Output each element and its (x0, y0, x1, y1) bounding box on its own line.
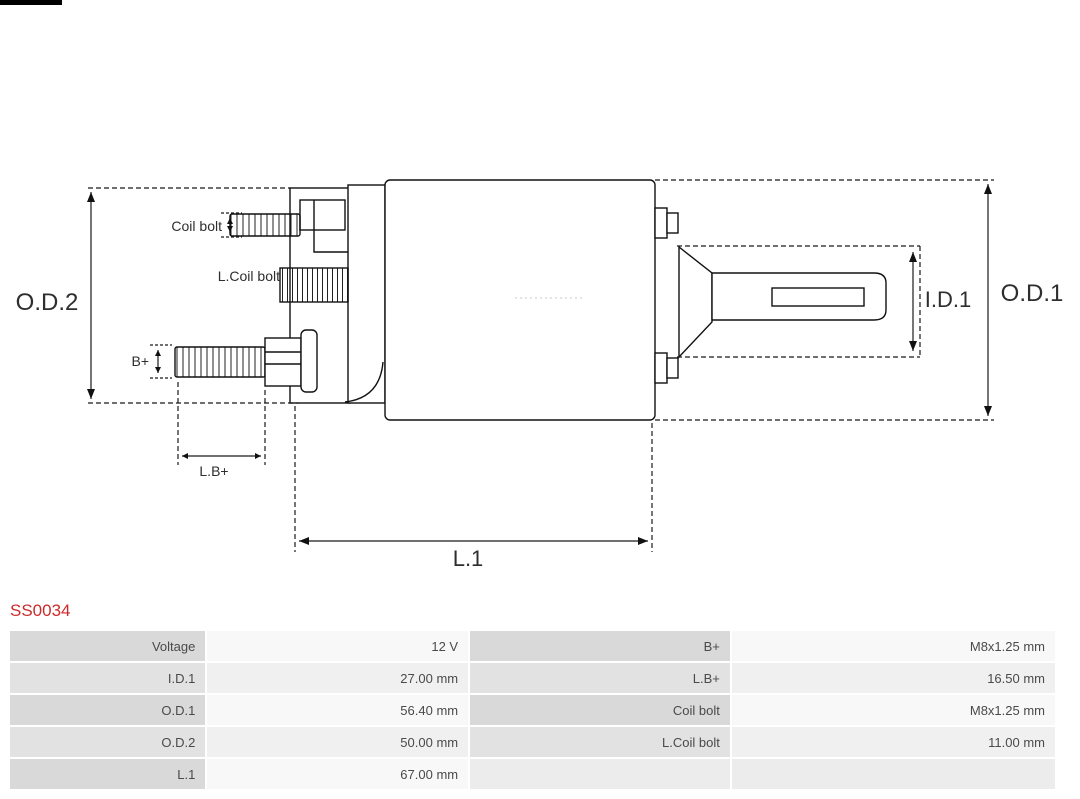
l-coil-bolt-label: L.Coil bolt (218, 268, 280, 284)
b-plus-ticks (150, 344, 172, 379)
spec-label: Coil bolt (470, 695, 730, 725)
coil-bolt-ticks (221, 212, 242, 238)
l1-label: L.1 (453, 546, 484, 571)
spec-label: L.Coil bolt (470, 727, 730, 757)
spec-value: 11.00 mm (731, 727, 1055, 757)
mount-tab-top-a (654, 207, 668, 239)
coil-terminal-bracket (299, 199, 346, 231)
spec-value: 67.00 mm (207, 759, 469, 789)
od1-label: O.D.1 (1001, 280, 1064, 307)
plunger-slot (771, 287, 865, 307)
spec-label: O.D.1 (10, 695, 206, 725)
spec-value: M8x1.25 mm (731, 695, 1055, 725)
spec-label: Voltage (10, 631, 206, 661)
logo-mark (0, 0, 62, 5)
spec-label: L.1 (10, 759, 206, 789)
coil-terminal-step (313, 200, 348, 253)
spec-value-empty (731, 759, 1055, 789)
spec-label-empty (470, 759, 730, 789)
spec-value: 27.00 mm (207, 663, 469, 693)
od2-label: O.D.2 (16, 289, 79, 316)
coil-bolt-stud (229, 213, 301, 237)
id1-label: I.D.1 (925, 287, 971, 312)
b-plus-nut (264, 337, 302, 387)
solenoid-body-group (174, 179, 887, 421)
table-row: O.D.2 50.00 mm L.Coil bolt 11.00 mm (10, 727, 1055, 757)
id1-extension-box (677, 245, 921, 358)
plunger-cone (678, 245, 713, 359)
solenoid-diagram: O.D.2 O.D.1 I.D.1 L.1 L.B+ B+ Coil bolt … (16, 179, 1064, 571)
table-row: L.1 67.00 mm (10, 759, 1055, 789)
b-plus-nut-facets (265, 351, 301, 365)
mount-tab-bottom-b (666, 357, 679, 379)
b-plus-washer (300, 329, 318, 393)
cap-arc-detail (344, 361, 384, 403)
lb-label: L.B+ (199, 463, 228, 479)
spec-label: B+ (470, 631, 730, 661)
dimension-lines-group (87, 179, 994, 552)
coil-bolt-thread-block (279, 267, 349, 303)
spec-label: I.D.1 (10, 663, 206, 693)
mount-tab-bottom-a (654, 352, 668, 384)
solenoid-housing (384, 179, 656, 421)
spec-value: M8x1.25 mm (731, 631, 1055, 661)
end-cap-plate (347, 184, 386, 404)
table-row: I.D.1 27.00 mm L.B+ 16.50 mm (10, 663, 1055, 693)
solenoid-drawing-svg: O.D.2 O.D.1 I.D.1 L.1 L.B+ B+ Coil bolt … (16, 179, 1064, 571)
coil-bolt-label: Coil bolt (171, 218, 222, 234)
spec-value: 56.40 mm (207, 695, 469, 725)
b-plus-label: B+ (131, 353, 149, 369)
part-code: SS0034 (10, 601, 71, 620)
b-plus-stud (174, 346, 266, 378)
mount-tab-top-b (666, 212, 679, 234)
table-row: Voltage 12 V B+ M8x1.25 mm (10, 631, 1055, 661)
table-row: O.D.1 56.40 mm Coil bolt M8x1.25 mm (10, 695, 1055, 725)
spec-value: 12 V (207, 631, 469, 661)
spec-value: 50.00 mm (207, 727, 469, 757)
spec-table: Voltage 12 V B+ M8x1.25 mm I.D.1 27.00 m… (8, 629, 1057, 791)
spec-label: L.B+ (470, 663, 730, 693)
spec-value: 16.50 mm (731, 663, 1055, 693)
spec-label: O.D.2 (10, 727, 206, 757)
